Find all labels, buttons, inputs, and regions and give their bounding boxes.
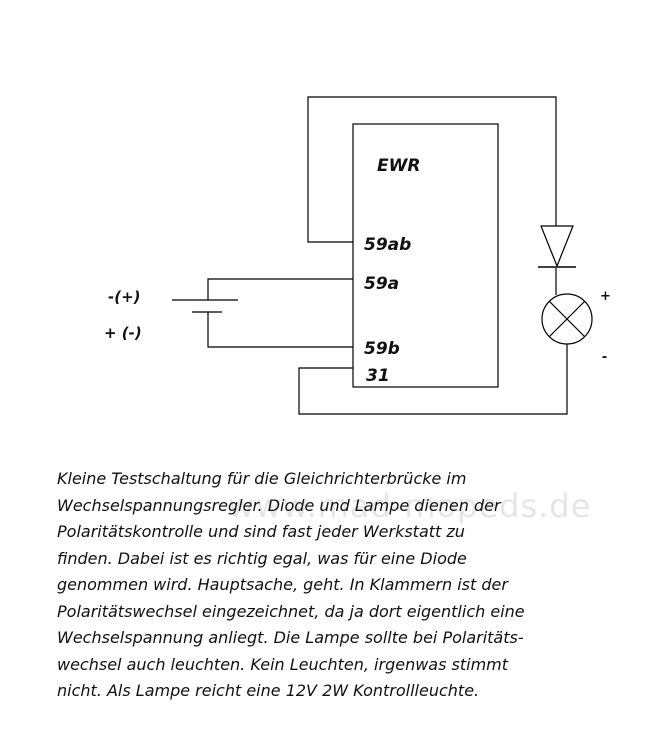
ewr-box (352, 123, 499, 388)
pin-31-label: 31 (366, 366, 390, 386)
watermark: www.mad-mopeds.de (228, 487, 592, 525)
description-line: Wechselspannungsregler. Diode und Lampe … (57, 495, 501, 515)
pin-59ab-label: 59ab (364, 235, 412, 255)
description-line: Polaritätswechsel eingezeichnet, da ja d… (57, 601, 525, 621)
wire-31-lamp (298, 344, 568, 415)
wire-59b-battery (207, 312, 353, 348)
wire-59ab-diode (307, 96, 557, 243)
battery-polarity-bottom: + (-) (104, 324, 142, 342)
lamp-minus-label: - (602, 350, 608, 365)
wire-59a-battery (207, 278, 353, 300)
description-line: Wechselspannung anliegt. Die Lampe sollt… (57, 628, 524, 647)
description-line: Polaritätskontrolle und sind fast jeder … (57, 522, 465, 541)
lamp-plus-label: + (600, 289, 611, 304)
description-line: finden. Dabei ist es richtig egal, was f… (57, 548, 467, 568)
ewr-label: EWR (377, 156, 421, 176)
description-text: Kleine Testschaltung für die Gleichricht… (57, 466, 637, 705)
battery-polarity-top: -(+) (108, 288, 141, 306)
description-line: Kleine Testschaltung für die Gleichricht… (57, 469, 467, 488)
diode-symbol (540, 225, 574, 268)
lamp-cross-b (548, 300, 586, 338)
description-line: nicht. Als Lampe reicht eine 12V 2W Kont… (57, 681, 480, 700)
pin-59b-label: 59b (364, 339, 400, 359)
description-line: genommen wird. Hauptsache, geht. In Klam… (57, 575, 508, 594)
description-line: wechsel auch leuchten. Kein Leuchten, ir… (57, 654, 509, 674)
pin-59a-label: 59a (364, 274, 400, 294)
